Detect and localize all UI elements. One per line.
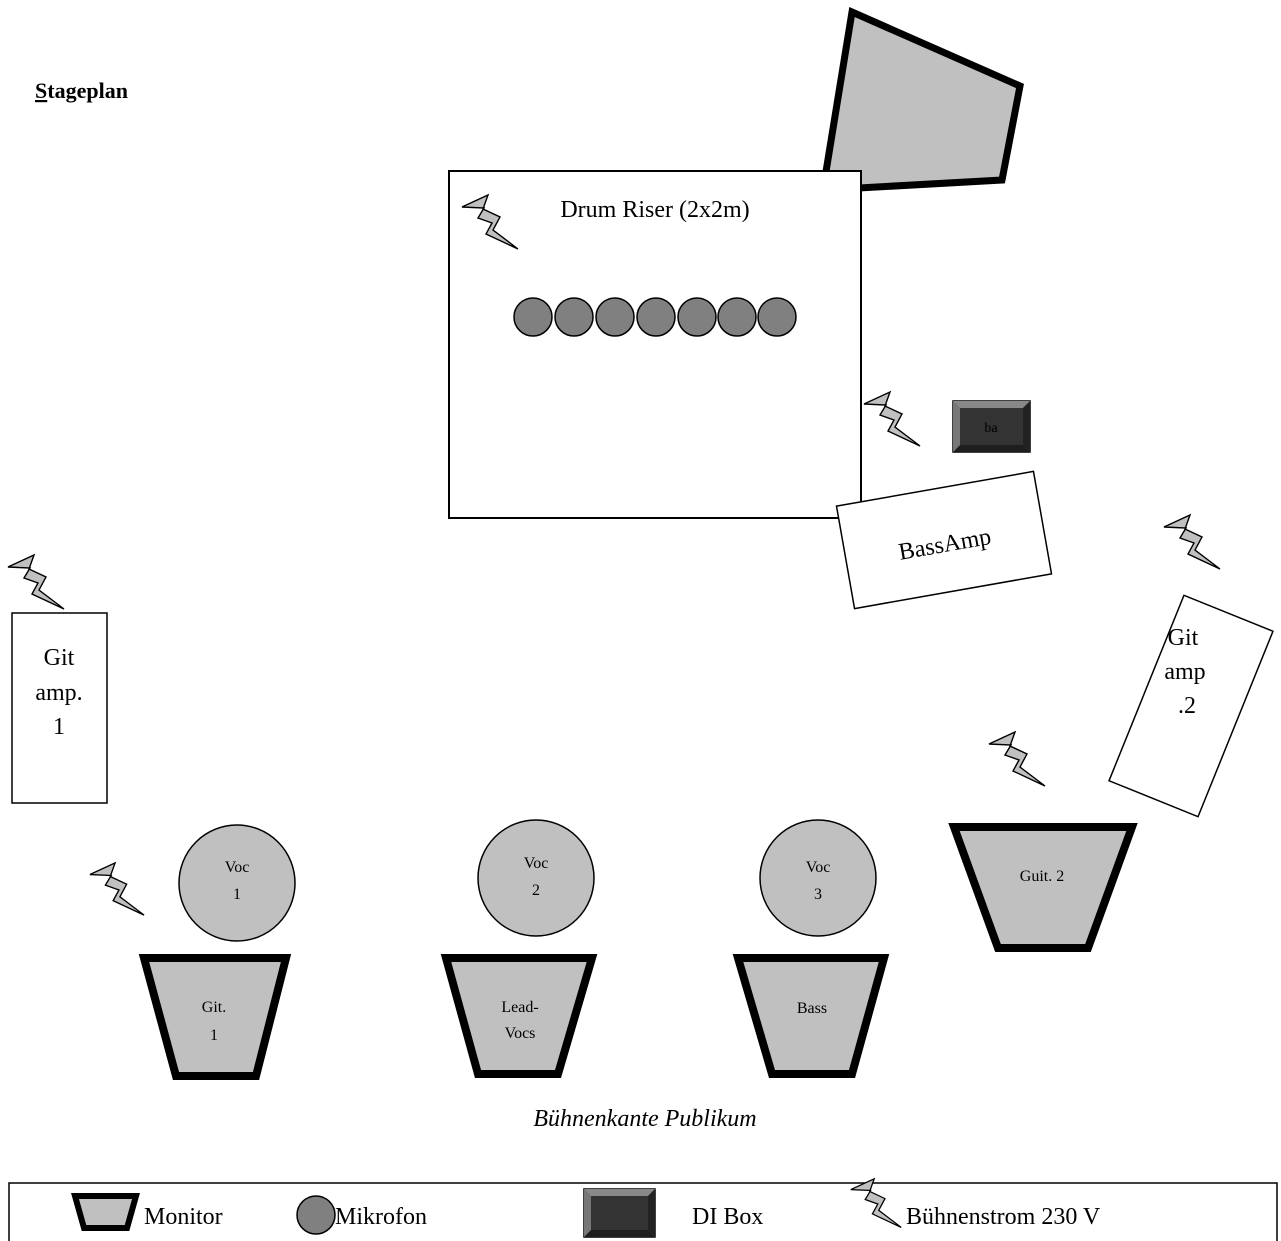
main-speaker-shape (818, 6, 1024, 194)
drum-riser (448, 170, 862, 519)
legend-di-box-icon (583, 1188, 656, 1238)
legend-monitor-icon (71, 1193, 140, 1231)
vocal-mic-2-line1: Voc (524, 855, 549, 872)
vocal-mic-2 (477, 819, 595, 937)
drum-mic (554, 297, 594, 337)
monitor-bass (732, 954, 890, 1078)
legend-di-box-label: DI Box (692, 1204, 763, 1230)
stage-edge-label: Bühnenkante Publikum (533, 1106, 756, 1132)
power-icon (988, 731, 1046, 787)
git-amp-1-line1: Git (44, 645, 75, 671)
git-amp-2-line2: amp (1164, 659, 1205, 685)
bass-amp: BassAmp (835, 470, 1053, 610)
drum-mic (717, 297, 757, 337)
di-box-label: ba (984, 421, 998, 436)
git-amp-2-line1: Git (1168, 625, 1199, 651)
power-icon (7, 554, 65, 610)
vocal-mic-3-line1: Voc (806, 859, 831, 876)
title-rest: tageplan (47, 78, 128, 103)
monitor-lead-vocs (440, 954, 598, 1078)
monitor-git-1 (138, 954, 292, 1080)
monitor-git-1-line2: 1 (210, 1027, 218, 1044)
drum-mic (595, 297, 635, 337)
drum-mic (636, 297, 676, 337)
monitor-guit-2 (948, 823, 1138, 952)
vocal-mic-1 (178, 824, 296, 942)
git-amp-1 (11, 612, 108, 804)
git-amp-2 (1108, 594, 1274, 818)
monitor-guit-2-label: Guit. 2 (1020, 868, 1064, 885)
git-amp-1-line3: 1 (53, 714, 65, 740)
vocal-mic-1-line1: Voc (225, 859, 250, 876)
power-icon (89, 862, 145, 916)
vocal-mic-1-line2: 1 (233, 886, 241, 903)
vocal-mic-3 (759, 819, 877, 937)
vocal-mic-2-line2: 2 (532, 882, 540, 899)
git-amp-2-line3: .2 (1178, 693, 1196, 719)
monitor-bass-label: Bass (797, 1000, 827, 1017)
drum-mic (513, 297, 553, 337)
legend-microphone-label: Mikrofon (335, 1204, 427, 1230)
drum-mic (677, 297, 717, 337)
drum-riser-label: Drum Riser (2x2m) (560, 197, 749, 223)
legend-monitor-label: Monitor (144, 1204, 223, 1230)
drum-mics (513, 297, 797, 337)
drum-mic (757, 297, 797, 337)
legend-microphone-icon (296, 1195, 336, 1235)
legend-power-label: Bühnenstrom 230 V (906, 1204, 1101, 1230)
monitor-git-1-line1: Git. (202, 999, 226, 1016)
git-amp-1-line2: amp. (35, 680, 82, 706)
title-first-letter: S (35, 78, 47, 103)
monitor-lead-vocs-line2: Vocs (505, 1025, 536, 1042)
vocal-mic-3-line2: 3 (814, 886, 822, 903)
monitor-lead-vocs-line1: Lead- (501, 999, 538, 1016)
power-icon (1163, 514, 1221, 570)
power-icon (863, 391, 921, 447)
page-title: Stageplan (35, 78, 128, 103)
di-box-bass: ba (952, 400, 1031, 453)
